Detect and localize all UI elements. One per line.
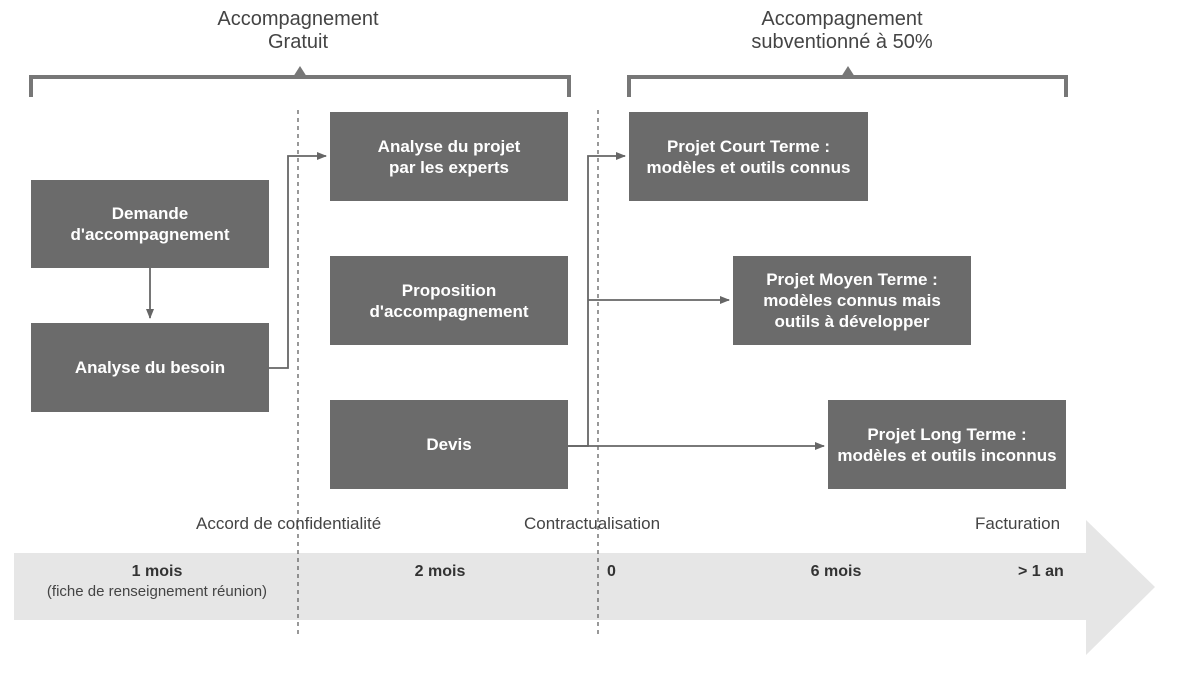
free-bracket-pointer bbox=[293, 66, 307, 77]
box-projet-long-terme: Projet Long Terme : modèles et outils in… bbox=[828, 400, 1066, 489]
box-projet-moyen-terme: Projet Moyen Terme : modèles connus mais… bbox=[733, 256, 971, 345]
subsidized-bracket-pointer bbox=[841, 66, 855, 77]
subsidized-support-label: Accompagnement subventionné à 50% bbox=[680, 8, 1004, 54]
arrow-devis-court bbox=[568, 152, 626, 447]
timeline-2-mois: 2 mois bbox=[414, 563, 466, 580]
subsidized-support-line2: subventionné à 50% bbox=[751, 31, 933, 53]
milestone-confidentialite: Accord de confidentialité bbox=[196, 514, 382, 533]
timeline-1-mois: 1 mois bbox=[131, 563, 183, 580]
box-projet-court-terme: Projet Court Terme : modèles et outils c… bbox=[629, 112, 868, 201]
arrow-besoin-analyse bbox=[269, 152, 327, 369]
timeline-6-mois: 6 mois bbox=[810, 563, 862, 580]
free-support-line1: Accompagnement bbox=[217, 8, 379, 30]
timeline-1-mois-note: (fiche de renseignement réunion) bbox=[46, 583, 268, 600]
box-analyse-projet: Analyse du projet par les experts bbox=[330, 112, 568, 201]
milestone-contractualisation: Contractualisation bbox=[524, 514, 661, 533]
timeline-arrow bbox=[14, 520, 1155, 655]
box-devis: Devis bbox=[330, 400, 568, 489]
free-support-label: Accompagnement Gratuit bbox=[150, 8, 446, 54]
box-proposition: Proposition d'accompagnement bbox=[330, 256, 568, 345]
free-bracket bbox=[29, 75, 571, 97]
milestone-facturation: Facturation bbox=[975, 514, 1061, 533]
subsidized-bracket bbox=[627, 75, 1068, 97]
box-analyse-besoin: Analyse du besoin bbox=[31, 323, 269, 412]
free-support-line2: Gratuit bbox=[267, 31, 329, 53]
timeline-zero: 0 bbox=[607, 563, 616, 580]
timeline-plus-1-an: > 1 an bbox=[1018, 563, 1064, 580]
subsidized-support-line1: Accompagnement bbox=[761, 8, 923, 30]
box-demande-accompagnement: Demande d'accompagnement bbox=[31, 180, 269, 268]
timeline-segment-1: 1 mois (fiche de renseignement réunion) bbox=[20, 563, 294, 600]
